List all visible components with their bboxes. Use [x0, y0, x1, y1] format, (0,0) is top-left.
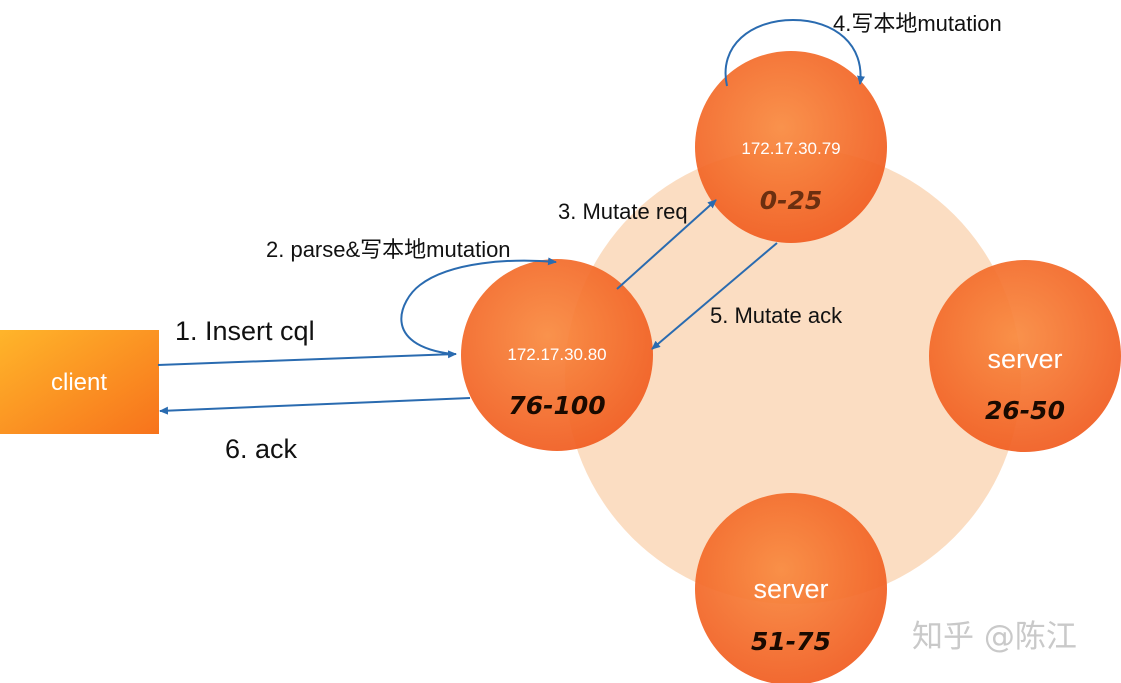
arrow-write-local-loop: [724, 18, 865, 87]
step-5-label: 5. Mutate ack: [710, 303, 843, 328]
coordinator-range: 76-100: [508, 391, 605, 420]
node-server-right: server 26-50: [929, 260, 1121, 452]
arrow-parse-loop: [400, 257, 557, 355]
client-box: client: [0, 330, 159, 434]
watermark: 知乎 @陈江: [912, 619, 1077, 655]
node-replica: 172.17.30.79 0-25: [695, 51, 887, 243]
arrow-ack: [159, 397, 471, 415]
server-right-range: 26-50: [985, 396, 1065, 425]
step-1-label: 1. Insert cql: [175, 316, 315, 346]
node-coordinator: 172.17.30.80 76-100: [461, 259, 653, 451]
step-2-label: 2. parse&写本地mutation: [266, 237, 511, 262]
server-right-label: server: [987, 344, 1062, 374]
server-bottom-range: 51-75: [751, 627, 831, 656]
step-3-label: 3. Mutate req: [558, 199, 688, 224]
server-bottom-label: server: [753, 574, 828, 604]
step-4-label: 4.写本地mutation: [833, 11, 1002, 36]
coordinator-ip: 172.17.30.80: [507, 345, 606, 364]
node-server-bottom: server 51-75: [695, 493, 887, 683]
arrow-mutate-ack: [651, 242, 778, 350]
replica-range: 0-25: [760, 186, 823, 215]
arrow-mutate-req: [616, 199, 717, 290]
token-ring: [565, 148, 1021, 604]
replica-ip: 172.17.30.79: [741, 139, 840, 158]
arrow-insert-cql: [157, 350, 457, 366]
client-label: client: [51, 369, 107, 396]
step-6-label: 6. ack: [225, 434, 298, 464]
